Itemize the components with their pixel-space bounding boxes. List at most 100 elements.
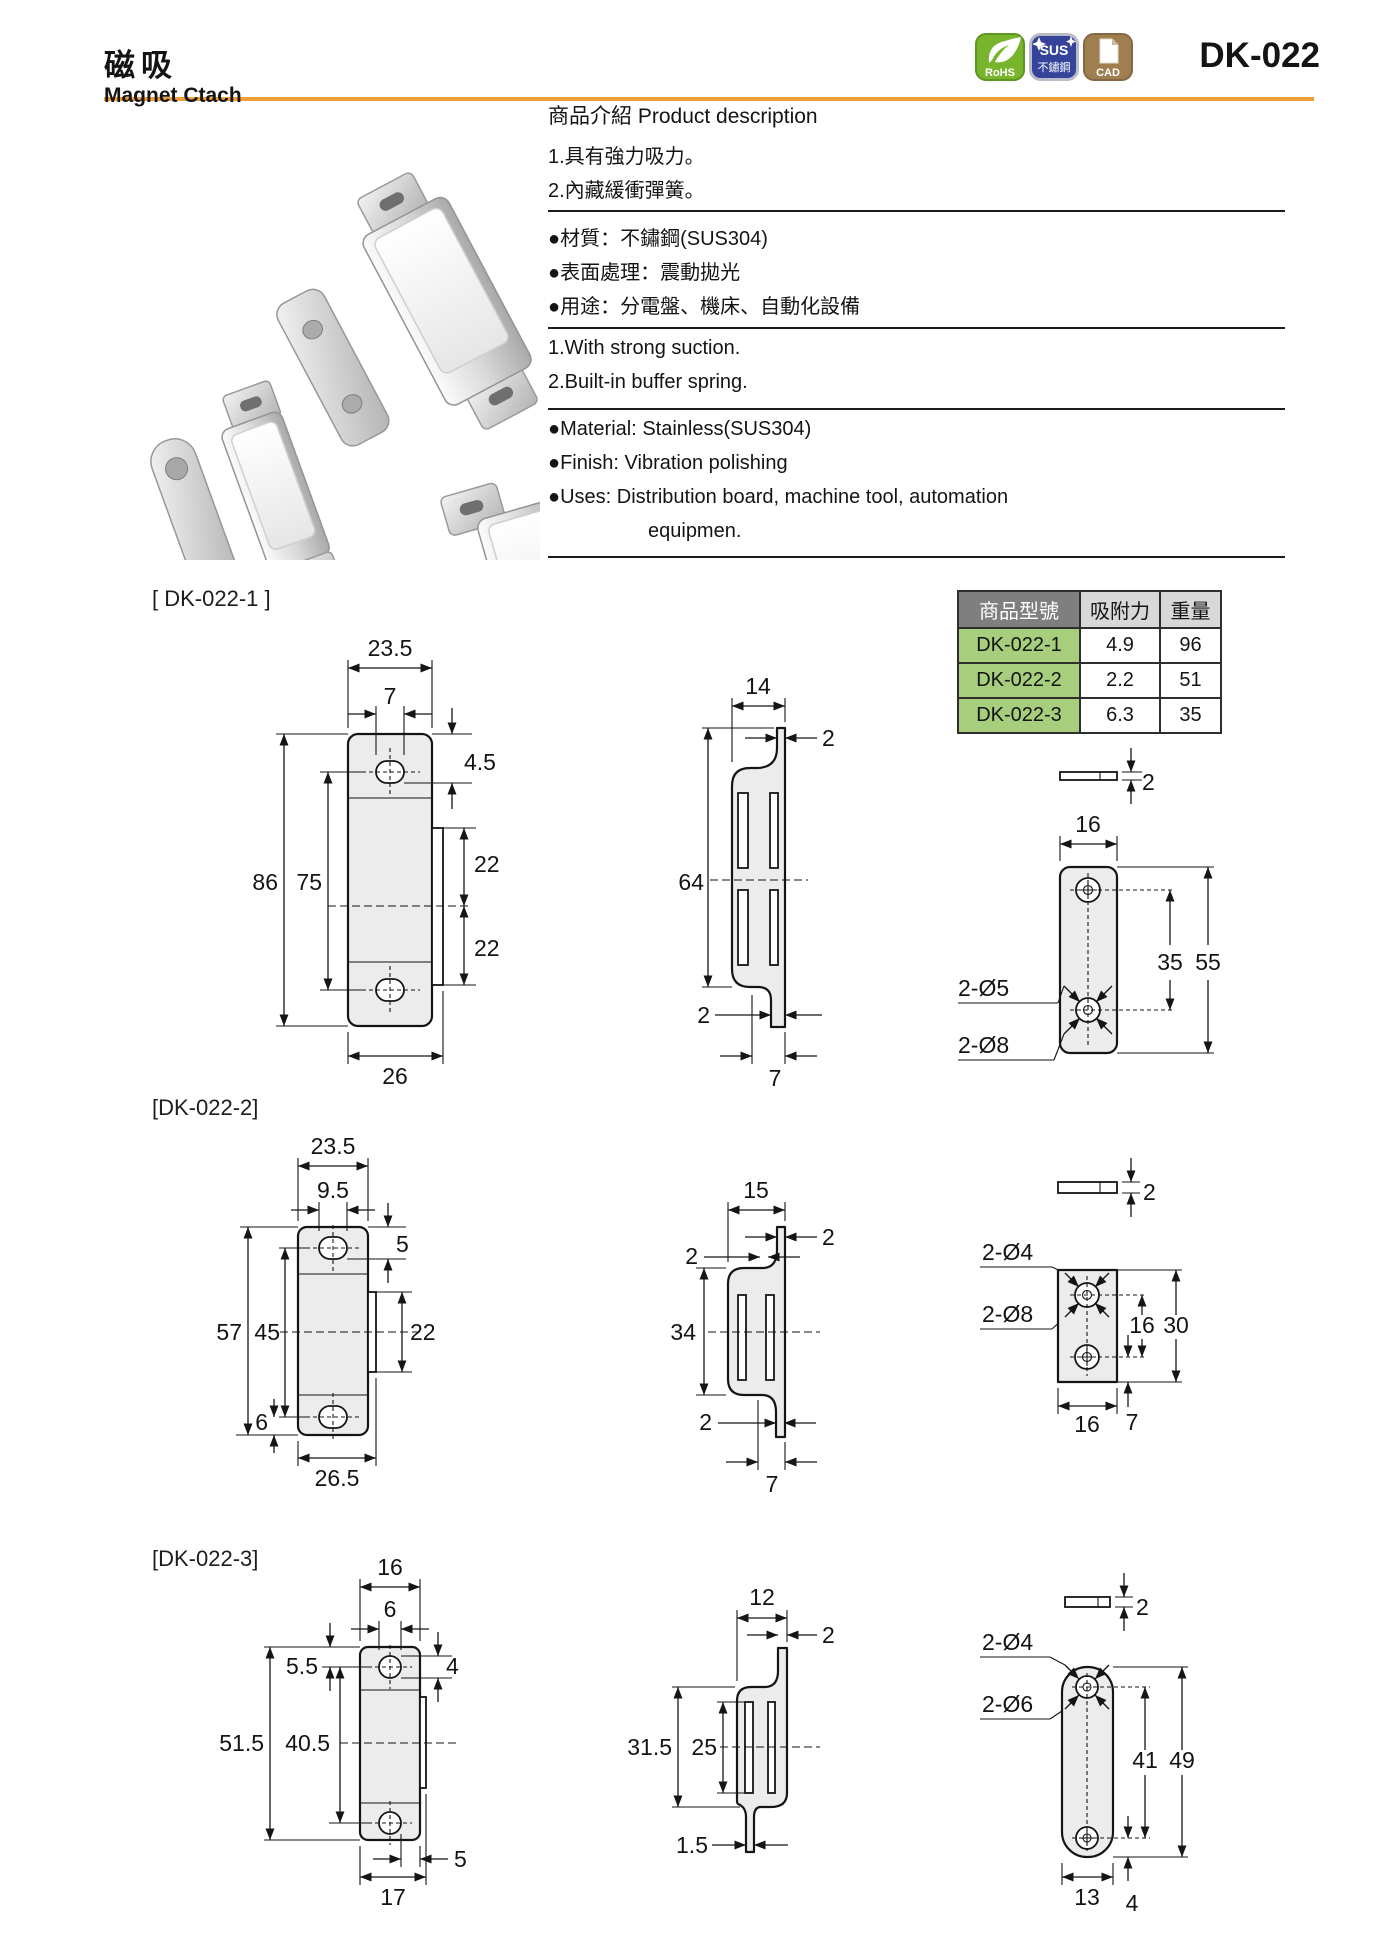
dim-dk3-side-width: 12: [749, 1584, 775, 1610]
cell-force: 4.9: [1079, 627, 1161, 664]
dim-dk3-front-base: 17: [380, 1884, 406, 1910]
drawing-dk1-plate: 2 16 35 55 2-Ø5 2-Ø8: [958, 748, 1221, 1061]
dim-dk1-plate-thickness: 2: [1142, 769, 1155, 795]
dim-dk2-side-height: 34: [670, 1319, 696, 1345]
rohs-label: RoHS: [985, 67, 1015, 79]
en-spec-uses-cont: equipmen.: [648, 520, 742, 542]
dim-dk3-plate-height: 49: [1169, 1747, 1195, 1773]
dim-dk3-side-height: 31.5: [627, 1734, 672, 1760]
dim-dk2-front-slot: 9.5: [317, 1177, 349, 1203]
section-label-dk-022-3: [DK-022-3]: [152, 1546, 259, 1571]
drawing-dk1-side: 14 2 64 2 7: [678, 673, 835, 1090]
callout-dk3-hole-small: 2-Ø4: [982, 1629, 1033, 1655]
page-subtitle: Magnet Ctach: [104, 84, 242, 107]
dim-dk2-plate-edge: 7: [1126, 1409, 1139, 1435]
en-spec-uses: ●Uses: Distribution board, machine tool,…: [548, 486, 1009, 508]
cell-weight: 51: [1159, 662, 1222, 699]
dim-dk2-plate-height: 30: [1163, 1312, 1189, 1338]
en-point-2: 2.Built-in buffer spring.: [548, 371, 748, 393]
cell-weight: 35: [1159, 697, 1222, 734]
description-heading: 商品介紹 Product description: [548, 105, 818, 128]
sus-sublabel: 不鏽鋼: [1038, 60, 1071, 74]
dim-dk2-front-botoff: 6: [255, 1409, 268, 1435]
dim-dk3-front-width: 16: [377, 1555, 403, 1580]
section-label-dk-022-2: [DK-022-2]: [152, 1095, 259, 1120]
dim-dk2-plate-span: 16: [1129, 1312, 1155, 1338]
dim-dk3-side-lip: 2: [822, 1622, 835, 1648]
dim-dk1-front-height: 86: [252, 869, 278, 895]
dim-dk1-front-slot: 7: [384, 683, 397, 709]
table-row: DK-022-1 4.9 96: [957, 627, 1222, 664]
catch-large: [276, 172, 538, 447]
dim-dk3-side-foot: 1.5: [676, 1832, 708, 1858]
callout-dk3-hole-big: 2-Ø6: [982, 1691, 1033, 1717]
dim-dk2-front-width: 23.5: [311, 1133, 356, 1159]
callout-dk2-hole-small: 2-Ø4: [982, 1239, 1033, 1265]
drawing-dk2-front: 23.5 9.5 5 22 57 45 6 26.5: [216, 1133, 435, 1491]
dim-dk2-side-depth: 7: [766, 1471, 779, 1497]
dim-dk3-front-botoff: 5: [454, 1846, 467, 1872]
divider: [548, 556, 1285, 558]
dim-dk1-plate-width: 16: [1075, 811, 1101, 837]
catch-small: [150, 380, 343, 560]
dim-dk1-side-width: 14: [745, 673, 771, 699]
divider: [548, 210, 1285, 212]
cad-file-icon: CAD: [1083, 33, 1133, 81]
dim-dk1-side-lip: 2: [822, 725, 835, 751]
cjk-spec-finish: ●表面處理：震動拋光: [548, 262, 741, 284]
dim-dk3-plate-edge: 4: [1126, 1890, 1139, 1916]
dim-dk2-side-foot: 2: [699, 1409, 712, 1435]
drawing-dk1-front: 23.5 7 4.5 22 22 86 75 26: [252, 635, 500, 1089]
cell-force: 6.3: [1079, 697, 1161, 734]
product-photo: [150, 172, 540, 560]
table-row: DK-022-3 6.3 35: [957, 697, 1222, 734]
drawing-dk2-side: 15 2 2 34 2 7: [670, 1177, 834, 1497]
catch-partial: [440, 482, 540, 560]
en-spec-material: ●Material: Stainless(SUS304): [548, 418, 812, 440]
drawing-dk3-plate: 2 2-Ø4 2-Ø6 41 49 13 4: [980, 1573, 1195, 1916]
callout-dk1-hole-big: 2-Ø8: [958, 1032, 1009, 1058]
en-point-1: 1.With strong suction.: [548, 337, 741, 359]
callout-dk1-hole-small: 2-Ø5: [958, 975, 1009, 1001]
drawing-dk3-side: 12 2 31.5 25 1.5: [627, 1584, 835, 1858]
sus-stainless-icon: SUS 不鏽鋼: [1029, 33, 1079, 81]
rohs-icon: RoHS: [975, 33, 1025, 81]
dim-dk2-front-height: 57: [216, 1319, 242, 1345]
dim-dk1-front-topoff: 4.5: [464, 749, 496, 775]
dim-dk1-side-foot: 2: [697, 1002, 710, 1028]
dim-dk2-side-bend: 2: [685, 1243, 698, 1269]
model-number: DK-022: [1199, 36, 1320, 75]
sus-label: SUS: [1040, 42, 1069, 58]
section-label-dk-022-1: [ DK-022-1 ]: [152, 586, 271, 611]
dim-dk3-front-span: 40.5: [285, 1730, 330, 1756]
spec-table: 商品型號 吸附力 重量 DK-022-1 4.9 96 DK-022-2 2.2…: [957, 590, 1222, 734]
dim-dk1-front-base: 26: [382, 1063, 408, 1089]
page-title: 磁吸: [104, 48, 178, 83]
dim-dk3-side-slit: 25: [691, 1734, 717, 1760]
dim-dk3-plate-span: 41: [1132, 1747, 1158, 1773]
dim-dk1-front-span: 75: [296, 869, 322, 895]
col-header-weight: 重量: [1159, 590, 1222, 629]
dim-dk2-front-base: 26.5: [315, 1465, 360, 1491]
cjk-spec-material: ●材質：不鏽鋼(SUS304): [548, 228, 768, 250]
en-spec-finish: ●Finish: Vibration polishing: [548, 452, 788, 474]
dim-dk2-front-topoff: 5: [396, 1231, 409, 1257]
cell-model: DK-022-2: [957, 662, 1081, 699]
dim-dk1-plate-height: 55: [1195, 949, 1221, 975]
dim-dk1-plate-span: 35: [1157, 949, 1183, 975]
header-rule: [104, 97, 1314, 101]
cjk-spec-uses: ●用途：分電盤、機床、自動化設備: [548, 296, 861, 318]
dim-dk1-front-tab-upper: 22: [474, 851, 500, 877]
divider: [548, 408, 1285, 410]
cjk-point-2: 2.內藏緩衝彈簧。: [548, 180, 705, 202]
cad-label: CAD: [1096, 67, 1120, 79]
cell-model: DK-022-3: [957, 697, 1081, 734]
col-header-force: 吸附力: [1079, 590, 1161, 629]
dim-dk3-plate-thickness: 2: [1136, 1594, 1149, 1620]
dim-dk2-side-width: 15: [743, 1177, 769, 1203]
dim-dk2-plate-width: 16: [1074, 1411, 1100, 1437]
divider: [548, 327, 1285, 329]
dim-dk3-front-slot-h: 4: [446, 1653, 459, 1679]
drawing-dk2-plate: 2 2-Ø4 2-Ø8 16 30 7 16: [980, 1158, 1189, 1437]
